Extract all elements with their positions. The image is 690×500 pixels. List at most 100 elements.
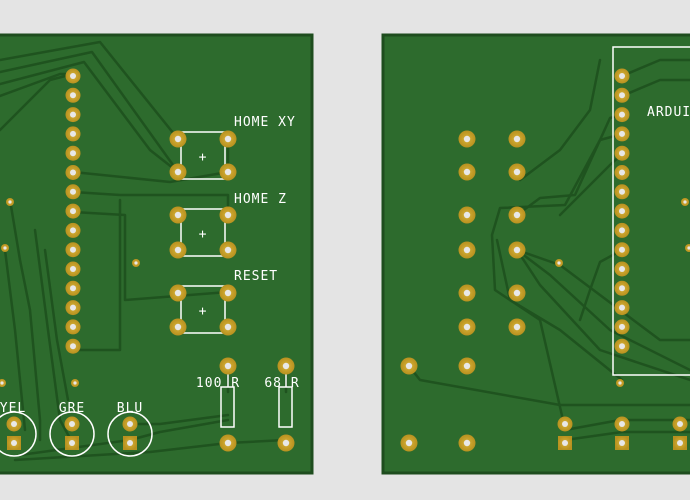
header-pin <box>65 203 81 219</box>
square-pad <box>7 436 21 450</box>
pad <box>219 434 237 452</box>
led-label-blu: BLU <box>117 401 143 416</box>
pad <box>458 130 476 148</box>
header-pin <box>65 222 81 238</box>
header-pin <box>65 338 81 354</box>
header-pin <box>65 165 81 180</box>
pad <box>122 416 138 432</box>
header-pin <box>614 87 630 103</box>
pad <box>219 206 237 224</box>
header-pin <box>614 184 630 200</box>
header-pin <box>65 300 81 316</box>
button-label-home-xy: HOME XY <box>234 115 296 130</box>
header-pin <box>614 280 630 296</box>
button-plus-mark: + <box>199 227 208 242</box>
header-pin <box>614 107 630 123</box>
pad <box>614 416 630 432</box>
pad <box>458 318 476 336</box>
header-pin <box>614 300 630 316</box>
pad <box>458 284 476 302</box>
pad <box>508 241 526 259</box>
led-label-gre: GRE <box>59 401 85 416</box>
arduino-module-outline <box>612 46 690 376</box>
pad <box>508 284 526 302</box>
pad <box>169 130 187 148</box>
header-pin <box>65 242 81 258</box>
button-label-reset: RESET <box>234 269 278 284</box>
pad <box>672 416 688 432</box>
header-pin <box>614 126 630 142</box>
pad <box>169 284 187 302</box>
pad <box>508 130 526 148</box>
pad <box>219 357 237 375</box>
header-pin <box>65 184 81 200</box>
header-pin <box>614 145 630 161</box>
led-label-yel: YEL <box>0 401 26 416</box>
pad <box>219 130 237 148</box>
header-pin <box>614 338 630 354</box>
pad <box>219 163 237 181</box>
right-header-pins <box>614 68 630 354</box>
square-pad <box>673 436 687 450</box>
pad <box>557 416 573 432</box>
pad <box>400 434 418 452</box>
header-pin <box>65 107 81 123</box>
resistor-label-68r: 68 R <box>264 376 299 391</box>
header-pin <box>65 145 81 161</box>
right-board-pads <box>400 130 688 452</box>
header-pin <box>65 261 81 277</box>
pad <box>169 241 187 259</box>
header-pin <box>65 126 81 142</box>
resistor-footprint-68r: 68 R <box>264 357 299 452</box>
button-label-home-z: HOME Z <box>234 192 287 207</box>
arduino-module-label: ARDUI <box>647 105 690 120</box>
pad <box>6 416 22 432</box>
left-header-pins <box>65 68 81 354</box>
header-pin <box>65 87 81 103</box>
led-footprint-gre: GRE <box>49 401 95 457</box>
pad <box>169 206 187 224</box>
header-pin <box>614 242 630 258</box>
header-pin <box>614 261 630 277</box>
button-plus-mark: + <box>199 150 208 165</box>
pad <box>169 318 187 336</box>
button-plus-mark: + <box>199 304 208 319</box>
pad <box>458 241 476 259</box>
button-footprint-reset: + RESET <box>169 269 278 336</box>
right-board-traces <box>407 58 690 442</box>
button-footprint-home-xy: + HOME XY <box>169 115 296 181</box>
led-footprint-blu: BLU <box>107 401 153 457</box>
led-footprint-yel: YEL <box>0 401 37 457</box>
pad <box>458 206 476 224</box>
header-pin <box>614 319 630 335</box>
pad <box>219 241 237 259</box>
header-pin <box>65 319 81 335</box>
square-pad <box>123 436 137 450</box>
pad <box>400 357 418 375</box>
left-board-substrate <box>0 33 314 475</box>
header-pin <box>65 280 81 296</box>
right-board: ARDUI <box>381 33 690 475</box>
pad <box>508 318 526 336</box>
resistor-label-100r: 100 R <box>196 376 240 391</box>
header-pin <box>614 165 630 180</box>
pad <box>458 434 476 452</box>
left-board-traces <box>0 40 288 462</box>
pad <box>277 357 295 375</box>
pad <box>458 163 476 181</box>
pad <box>169 163 187 181</box>
square-pad <box>65 436 79 450</box>
button-footprint-home-z: + HOME Z <box>169 192 287 259</box>
pad <box>64 416 80 432</box>
right-board-substrate <box>381 33 690 475</box>
right-board-vias <box>555 198 690 387</box>
header-pin <box>614 203 630 219</box>
square-pad <box>558 436 572 450</box>
pad <box>277 434 295 452</box>
pad <box>508 206 526 224</box>
header-pin <box>65 68 81 84</box>
pad <box>219 318 237 336</box>
header-pin <box>614 68 630 84</box>
header-pin <box>614 222 630 238</box>
